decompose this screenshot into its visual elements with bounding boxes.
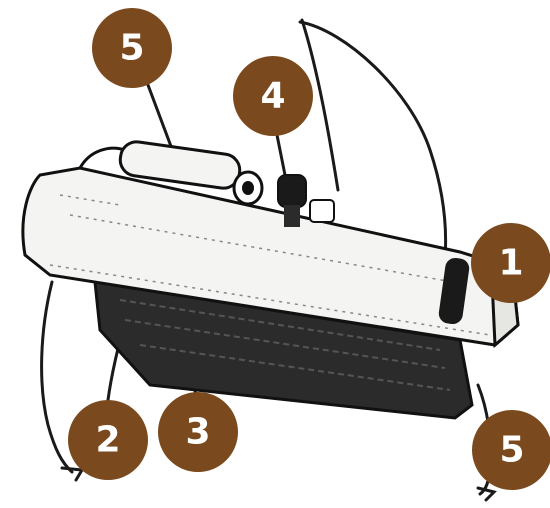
callout-4: 4 [233, 56, 313, 136]
callout-1: 1 [471, 223, 550, 303]
callout-label: 5 [499, 430, 524, 471]
callout-5-top: 5 [92, 8, 172, 88]
callout-label: 3 [185, 412, 210, 453]
callout-5-bottom: 5 [472, 410, 550, 490]
callout-label: 5 [119, 28, 144, 69]
callout-2: 2 [68, 400, 148, 480]
callout-label: 1 [498, 243, 523, 284]
callout-label: 4 [260, 76, 285, 117]
left-cable [42, 282, 72, 472]
left-cable-end [62, 468, 82, 480]
callout-3: 3 [158, 392, 238, 472]
callout-label: 2 [95, 420, 120, 461]
